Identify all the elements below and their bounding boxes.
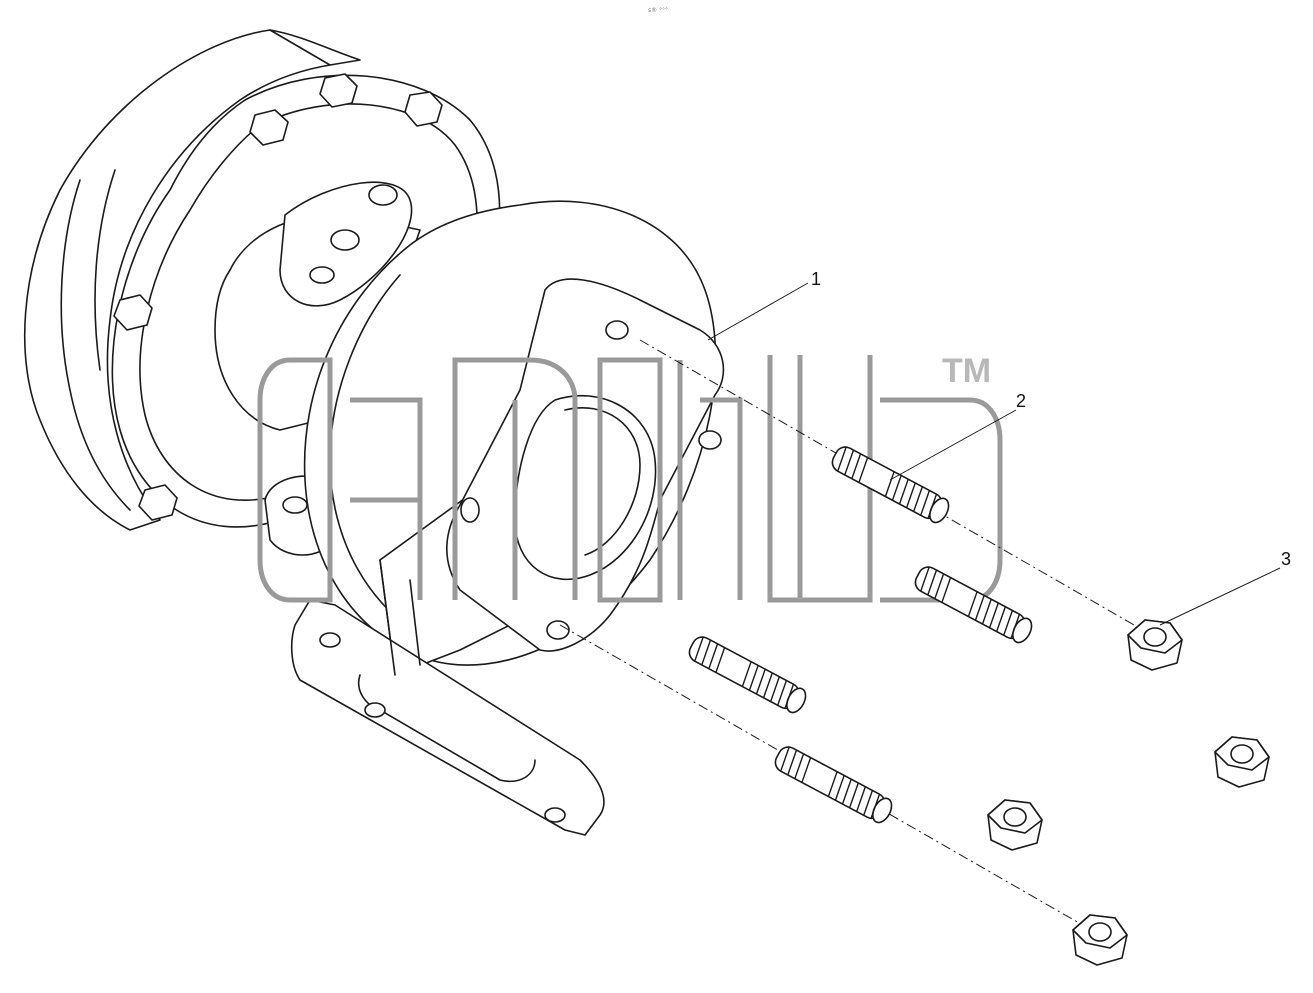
watermark-logo: TM <box>257 352 1003 603</box>
compressor-housing <box>23 29 331 531</box>
elbow-outlet-bore <box>514 395 657 581</box>
watermark-trademark: TM <box>942 352 991 390</box>
callout-3-label: 3 <box>1281 549 1291 569</box>
stud-4 <box>774 746 893 824</box>
callout-2-label: 2 <box>1016 391 1026 411</box>
header-tiny-label: s® °°° <box>648 7 668 14</box>
part-2-studs <box>688 446 1033 824</box>
callout-2-leader <box>889 409 1017 481</box>
callout-1-leader <box>707 282 809 341</box>
nut-3 <box>987 799 1043 851</box>
callout-1-label: 1 <box>811 269 821 289</box>
part-3-nuts <box>987 619 1270 966</box>
nut-1 <box>1127 619 1183 671</box>
stud-1 <box>831 446 950 524</box>
stud-3 <box>688 636 807 714</box>
nut-4 <box>1072 914 1128 966</box>
backplate-bolt-heads <box>113 73 443 521</box>
callout-3-leader <box>1159 567 1281 626</box>
stud-2 <box>914 566 1033 644</box>
callouts: 1 2 3 <box>707 269 1291 626</box>
nut-2 <box>1214 736 1270 788</box>
